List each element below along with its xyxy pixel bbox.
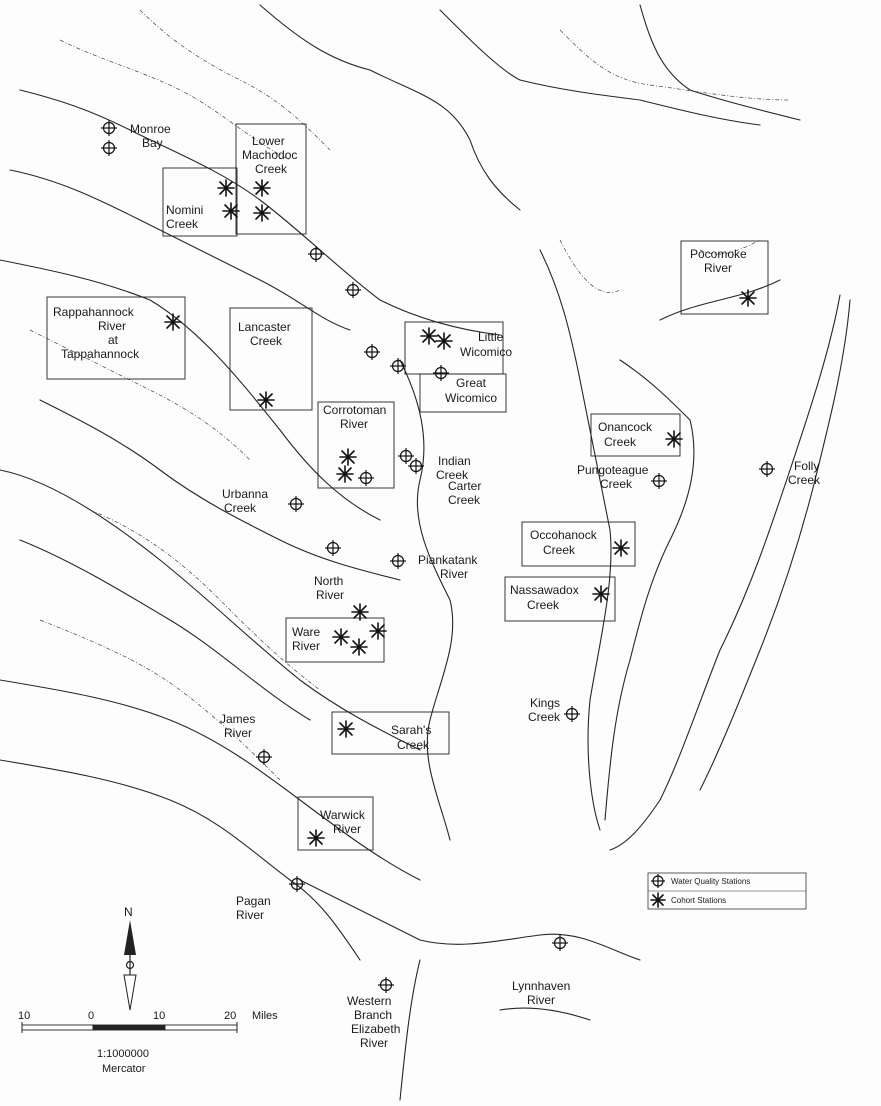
cohort-station-icon	[164, 313, 182, 331]
label-pungoteague-creek: Pungoteague Creek	[577, 463, 652, 491]
label-pocomoke-river: Pocomoke River	[690, 247, 750, 275]
scale-tick-label: 10	[18, 1010, 30, 1022]
cohort-stations	[164, 179, 757, 847]
north-arrow: N	[123, 905, 137, 1011]
water-quality-station-icon	[390, 553, 406, 569]
cohort-station-icon	[253, 204, 271, 222]
cohort-station-icon	[332, 628, 350, 646]
water-quality-stations	[101, 120, 775, 993]
label-nassawadox-creek: Nassawadox Creek	[510, 583, 582, 612]
label-monroe-bay: Monroe Bay	[130, 122, 174, 150]
water-quality-station-icon	[289, 876, 305, 892]
label-warwick-river: Warwick River	[320, 808, 368, 836]
scale-bar: 10 0 10 20 Miles 1:1000000 Mercator	[18, 1010, 278, 1075]
label-lancaster-creek: Lancaster Creek	[238, 320, 294, 348]
water-quality-station-icon	[358, 470, 374, 486]
label-piankatank-river: Piankatank River	[418, 553, 481, 581]
north-arrow-head-icon	[124, 920, 136, 955]
label-sarahs-creek: Sarah's Creek	[391, 723, 435, 752]
label-ware-river: Ware River	[292, 625, 324, 653]
label-nomini-creek: Nomini Creek	[166, 203, 207, 231]
label-little-wicomico: Little Wicomico	[460, 330, 512, 359]
water-quality-station-icon	[759, 461, 775, 477]
legend-cohort-label: Cohort Stations	[671, 896, 726, 905]
coastlines	[0, 4, 851, 1101]
cohort-station-icon	[217, 179, 235, 197]
label-boxes	[46, 123, 769, 851]
scale-ratio: 1:1000000	[97, 1048, 149, 1060]
cohort-station-icon	[307, 829, 325, 847]
cohort-station-icon	[435, 332, 453, 350]
water-quality-station-icon	[288, 496, 304, 512]
water-quality-station-icon	[433, 365, 449, 381]
cohort-station-icon	[369, 622, 387, 640]
label-western-branch-elizabeth-river: Western Branch Elizabeth River	[347, 994, 404, 1050]
cohort-station-icon	[592, 585, 610, 603]
scale-tick-label: 20	[224, 1010, 236, 1022]
water-quality-station-icon	[378, 977, 394, 993]
label-kings-creek: Kings Creek	[528, 696, 563, 724]
cohort-station-icon	[257, 391, 275, 409]
water-quality-station-icon	[256, 749, 272, 765]
cohort-station-icon	[339, 448, 357, 466]
place-labels: Monroe Bay Lower Machodoc Creek Nomini C…	[53, 122, 823, 1050]
water-quality-station-icon	[552, 935, 568, 951]
label-rappahannock-river: Rappahannock River at Tappahannock	[53, 305, 140, 361]
water-quality-station-icon	[564, 706, 580, 722]
legend-cohort-symbol	[650, 892, 666, 908]
water-quality-station-icon	[390, 358, 406, 374]
water-quality-station-icon	[651, 473, 667, 489]
label-lower-machodoc-creek: Lower Machodoc Creek	[242, 134, 301, 176]
water-quality-station-icon	[408, 458, 424, 474]
cohort-station-icon	[665, 430, 683, 448]
water-quality-station-icon	[364, 344, 380, 360]
water-quality-station-icon	[398, 448, 414, 464]
cohort-station-icon	[336, 465, 354, 483]
label-carter-creek: Carter Creek	[448, 479, 485, 507]
label-urbanna-creek: Urbanna Creek	[222, 487, 271, 515]
label-pagan-river: Pagan River	[236, 894, 274, 922]
cohort-station-icon	[351, 603, 369, 621]
legend-water-quality-symbol	[651, 874, 665, 888]
cohort-station-icon	[337, 720, 355, 738]
water-quality-station-icon	[345, 282, 361, 298]
cohort-station-icon	[739, 289, 757, 307]
scale-tick-label: 0	[88, 1010, 94, 1022]
water-quality-station-icon	[101, 140, 117, 156]
scale-projection: Mercator	[102, 1063, 146, 1075]
label-occohanock-creek: Occohanock Creek	[530, 528, 600, 557]
label-north-river: North River	[314, 574, 347, 602]
legend-water-quality-label: Water Quality Stations	[671, 877, 750, 886]
label-james-river: James River	[220, 712, 259, 740]
legend: Water Quality Stations Cohort Stations	[647, 872, 807, 910]
cohort-station-icon	[350, 638, 368, 656]
label-folly-creek: Folly Creek	[788, 459, 823, 487]
water-quality-station-icon	[308, 246, 324, 262]
label-indian-creek: Indian Creek	[436, 454, 474, 482]
label-lynnhaven-river: Lynnhaven River	[512, 979, 574, 1007]
scale-tick-label: 10	[153, 1010, 165, 1022]
cohort-station-icon	[253, 179, 271, 197]
north-arrow-label: N	[124, 905, 133, 919]
scale-unit-label: Miles	[252, 1010, 278, 1022]
label-great-wicomico: Great Wicomico	[445, 376, 497, 405]
cohort-station-icon	[420, 327, 438, 345]
north-arrow-tail-icon	[123, 974, 137, 1011]
water-quality-station-icon	[101, 120, 117, 136]
label-corrotoman-river: Corrotoman River	[323, 403, 390, 431]
water-quality-station-icon	[325, 540, 341, 556]
cohort-station-icon	[612, 539, 630, 557]
cohort-station-icon	[222, 202, 240, 220]
label-onancock-creek: Onancock Creek	[598, 420, 655, 449]
